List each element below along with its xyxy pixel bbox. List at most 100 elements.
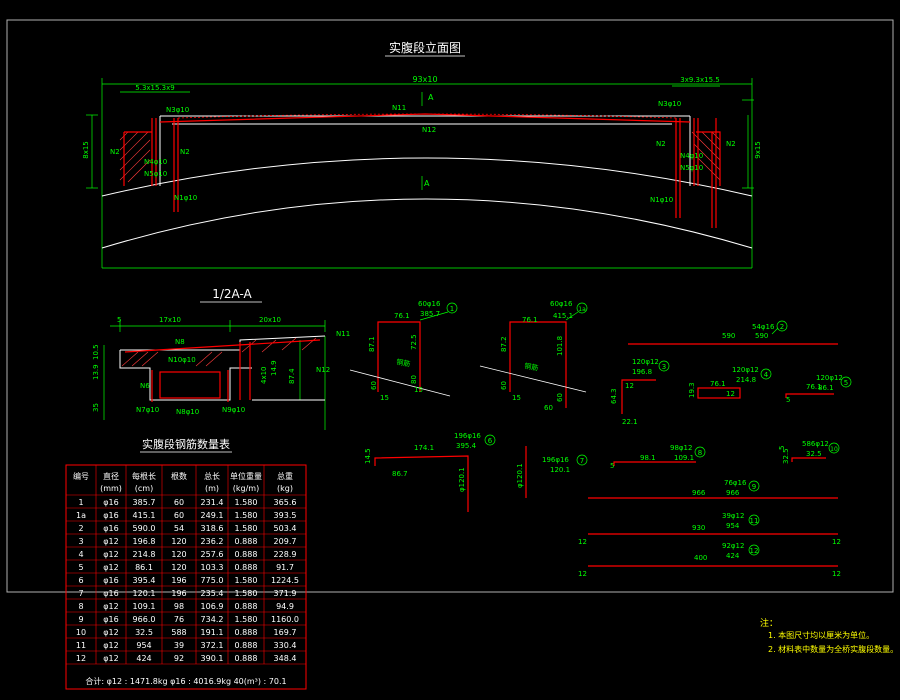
svg-text:11: 11	[750, 517, 759, 525]
svg-text:60: 60	[500, 381, 508, 390]
svg-text:120.1: 120.1	[550, 466, 570, 474]
table-unit-cell: (m)	[205, 484, 219, 493]
table-cell: 231.4	[201, 498, 224, 507]
bar-detail-11: 11 39φ12 954 930 12 12	[578, 512, 841, 546]
svg-text:1: 1	[450, 305, 454, 313]
svg-text:12: 12	[750, 547, 759, 555]
dim-left-side: 8x15	[82, 141, 90, 159]
svg-text:76φ16: 76φ16	[724, 479, 747, 487]
table-cell: 8	[78, 602, 83, 611]
svg-text:966: 966	[726, 489, 740, 497]
table-title: 实腹段钢筋数量表	[142, 437, 230, 451]
table-cell: φ12	[103, 537, 118, 546]
svg-text:φ120.1: φ120.1	[458, 467, 466, 492]
rebar-table: 实腹段钢筋数量表 编号直径(mm)每根长(cm)根数总长(m)单位重量(kg/m…	[65, 437, 307, 690]
sec-label-n12: N12	[316, 366, 330, 374]
label-n3-left: N3φ10	[166, 106, 189, 114]
table-cell: 109.1	[133, 602, 156, 611]
svg-text:12: 12	[726, 390, 735, 398]
bar-detail-2: 2 54φ16 590 590	[628, 320, 838, 345]
table-cell: φ12	[103, 550, 118, 559]
svg-text:32.5: 32.5	[782, 448, 790, 464]
svg-text:钢筋: 钢筋	[396, 357, 411, 368]
elevation-title: 实腹段立面图	[389, 40, 461, 55]
table-cell: 0.888	[235, 628, 258, 637]
table-cell: 11	[76, 641, 86, 650]
svg-text:76.1: 76.1	[522, 316, 538, 324]
notes-title: 注：	[760, 617, 778, 629]
table-cell: 10	[76, 628, 86, 637]
sec-label-n7: N7φ10	[136, 406, 159, 414]
table-header-cell: 根数	[171, 471, 187, 481]
svg-text:415.1: 415.1	[553, 312, 573, 320]
table-cell: 1.580	[235, 498, 258, 507]
sec-label-n8b: N8φ10	[176, 408, 199, 416]
svg-text:9: 9	[752, 483, 756, 491]
table-cell: 395.4	[133, 576, 156, 585]
sec-dim-edge: 5	[117, 316, 121, 324]
table-unit-cell: (kg/m)	[233, 484, 259, 493]
table-cell: 1.580	[235, 524, 258, 533]
svg-text:14.5: 14.5	[364, 448, 372, 464]
table-unit-cell: (mm)	[100, 484, 122, 493]
svg-text:590: 590	[722, 332, 735, 340]
table-cell: 1.580	[235, 615, 258, 624]
table-cell: 966.0	[133, 615, 156, 624]
table-cell: φ16	[103, 589, 118, 598]
svg-text:2: 2	[780, 323, 784, 331]
section-mark-top: A	[428, 93, 434, 102]
svg-text:54φ16: 54φ16	[752, 323, 775, 331]
table-header-cell: 直径	[103, 471, 119, 481]
svg-text:92φ12: 92φ12	[722, 542, 744, 550]
label-n5-right: N5φ10	[680, 164, 703, 172]
svg-text:120φ12: 120φ12	[732, 366, 759, 374]
svg-text:72.5: 72.5	[410, 334, 418, 350]
table-cell: 330.4	[274, 641, 297, 650]
svg-text:98φ12: 98φ12	[670, 444, 692, 452]
svg-text:6: 6	[488, 437, 493, 445]
bar-detail-5: 5 120φ12 86.1 76.1 5	[785, 374, 852, 404]
table-cell: 1	[78, 498, 83, 507]
drawing-frame	[6, 19, 894, 593]
label-n2-left: N2	[110, 148, 120, 156]
table-cell: 393.5	[274, 511, 297, 520]
table-cell: 385.7	[133, 498, 156, 507]
svg-text:60φ16: 60φ16	[550, 300, 573, 308]
section-title: 1/2A-A	[212, 287, 252, 301]
svg-text:7: 7	[580, 457, 584, 465]
svg-text:86.1: 86.1	[818, 384, 834, 392]
table-cell: 120	[171, 563, 186, 572]
table-cell: 120.1	[133, 589, 156, 598]
table-cell: 106.9	[201, 602, 224, 611]
table-cell: 0.888	[235, 563, 258, 572]
svg-text:60: 60	[370, 381, 378, 390]
table-cell: 0.888	[235, 654, 258, 663]
table-cell: φ16	[103, 576, 118, 585]
label-n2-right: N2	[726, 140, 736, 148]
bar-detail-9: 9 76φ16 966 966	[588, 479, 838, 499]
table-cell: 775.0	[201, 576, 224, 585]
table-cell: 169.7	[274, 628, 297, 637]
section-mark-bottom: A	[424, 179, 430, 188]
bar-detail-10: 10 586φ12 32.5 32.5 5	[778, 440, 840, 464]
svg-text:76.1: 76.1	[710, 380, 726, 388]
table-cell: 734.2	[201, 615, 224, 624]
svg-text:930: 930	[692, 524, 705, 532]
table-cell: 76	[174, 615, 184, 624]
table-cell: 196	[171, 589, 186, 598]
svg-text:120φ12: 120φ12	[816, 374, 843, 382]
table-cell: 92	[174, 654, 184, 663]
sec-label-n10: N10φ10	[168, 356, 196, 364]
sec-dim-mid-h3: 87.4	[288, 368, 296, 384]
table-cell: 4	[78, 550, 83, 559]
note-2: 2. 材料表中数量为全桥实腹段数量。	[768, 644, 898, 654]
table-cell: 257.6	[201, 550, 224, 559]
table-cell: 390.1	[201, 654, 224, 663]
svg-text:32.5: 32.5	[806, 450, 822, 458]
table-cell: 5	[78, 563, 83, 572]
table-cell: φ12	[103, 654, 118, 663]
label-n3-right: N3φ10	[658, 100, 681, 108]
bar-detail-8: 8 98φ12 109.1 98.1 5	[610, 444, 706, 470]
note-1: 1. 本图尺寸均以厘米为单位。	[768, 630, 874, 640]
svg-text:60: 60	[556, 393, 564, 402]
